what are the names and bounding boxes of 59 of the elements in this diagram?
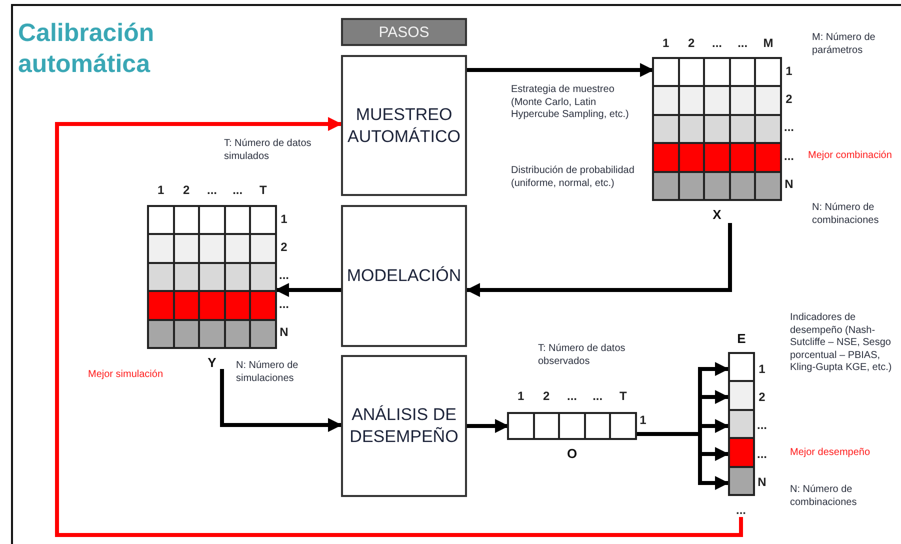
column-index: M bbox=[763, 36, 774, 50]
row-index: ... bbox=[757, 446, 767, 461]
row-index: 2 bbox=[758, 390, 766, 404]
matrix-label: X bbox=[712, 206, 722, 224]
row-index: ... bbox=[784, 120, 794, 134]
row-index: ... bbox=[757, 418, 767, 432]
column-index: 2 bbox=[543, 389, 550, 403]
row-index: N bbox=[758, 475, 766, 490]
process-box: ANÁLISIS DE DESEMPEÑO bbox=[341, 355, 467, 497]
arrow bbox=[467, 419, 509, 433]
note-text: T: Número de datos simulados bbox=[224, 138, 312, 163]
arrow bbox=[467, 63, 654, 77]
column-index: 1 bbox=[157, 183, 164, 197]
matrix-label: Y bbox=[208, 354, 216, 372]
row-index: N bbox=[784, 177, 794, 192]
diagram-title: Calibración automática bbox=[18, 18, 156, 80]
column-index: 1 bbox=[517, 389, 524, 403]
row-index: 1 bbox=[786, 64, 792, 78]
row-index: 2 bbox=[280, 240, 288, 254]
row-index: 1 bbox=[280, 212, 288, 226]
row-index: ... bbox=[279, 268, 289, 282]
feedback-arrow bbox=[55, 117, 743, 537]
ellipsis-text: ... bbox=[731, 503, 751, 517]
process-box: MODELACIÓN bbox=[341, 205, 467, 347]
column-index: ... bbox=[207, 183, 217, 197]
note-text: Indicadores de desempeño (Nash-Sutcliffe – NSE, Sesgo porcentual – PBIAS, Kling-Gupta KGE, etc.) bbox=[790, 312, 893, 374]
column-index: ... bbox=[567, 389, 577, 403]
process-box: MUESTREO AUTOMÁTICO bbox=[341, 55, 467, 196]
note-text: N: Número de simulaciones bbox=[236, 360, 300, 385]
note-text: N: Número de combinaciones bbox=[790, 484, 858, 509]
row-index: 1 bbox=[640, 413, 646, 427]
column-index: ... bbox=[738, 36, 748, 50]
row-index: ... bbox=[784, 148, 794, 163]
column-index: 1 bbox=[662, 36, 670, 50]
column-index: ... bbox=[712, 36, 722, 50]
highlight-note: Mejor combinación bbox=[808, 150, 892, 162]
note-text: T: Número de datos observados bbox=[538, 343, 626, 368]
column-index: T bbox=[620, 389, 627, 403]
matrix-label: E bbox=[737, 330, 746, 348]
row-index: N bbox=[280, 325, 288, 340]
column-index: T bbox=[260, 183, 267, 197]
highlight-note: Mejor desempeño bbox=[790, 447, 870, 460]
row-index: 2 bbox=[786, 92, 792, 106]
column-index: ... bbox=[592, 389, 603, 403]
arrow bbox=[220, 369, 342, 432]
header-bar: PASOS bbox=[341, 18, 467, 46]
column-index: 2 bbox=[183, 183, 190, 197]
column-index: 2 bbox=[688, 36, 695, 50]
column-index: ... bbox=[232, 183, 243, 197]
arrow bbox=[275, 283, 341, 297]
note-text: Distribución de probabilidad (uniforme, normal, etc.) bbox=[511, 165, 636, 190]
highlight-note: Mejor simulación bbox=[88, 369, 164, 382]
note-text: N: Número de combinaciones bbox=[812, 202, 880, 227]
row-index: ... bbox=[279, 296, 289, 311]
arrow bbox=[466, 223, 732, 297]
matrix-label: O bbox=[566, 445, 578, 463]
note-text: M: Número de parámetros bbox=[812, 32, 876, 57]
row-index: 1 bbox=[758, 362, 766, 376]
note-text: Estrategia de muestreo (Monte Carlo, Latin Hypercube Sampling, etc.) bbox=[511, 84, 630, 122]
